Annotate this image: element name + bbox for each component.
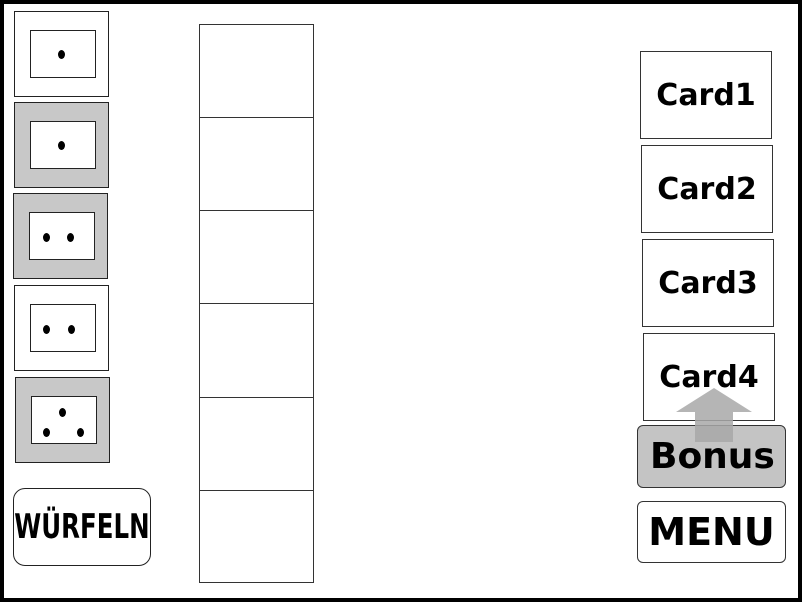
die-face — [30, 121, 96, 169]
card-label: Card1 — [656, 77, 756, 113]
die-face — [30, 304, 96, 352]
pip — [68, 325, 75, 334]
card-label: Card3 — [658, 265, 758, 301]
die-face — [29, 212, 95, 260]
pip — [43, 428, 50, 437]
pip — [58, 50, 65, 59]
pip — [67, 233, 74, 242]
card-4-button[interactable]: Card4 — [643, 333, 775, 421]
die-slot-4[interactable] — [14, 285, 109, 371]
roll-dice-button[interactable]: WÜRFELN — [13, 488, 151, 566]
card-2-button[interactable]: Card2 — [641, 145, 773, 233]
roll-dice-label: WÜRFELN — [14, 507, 150, 547]
score-slot-1[interactable] — [199, 24, 314, 118]
die-slot-2[interactable] — [14, 102, 109, 188]
bonus-label: Bonus — [650, 436, 775, 477]
pip — [43, 233, 50, 242]
pip — [77, 428, 84, 437]
score-slot-4[interactable] — [199, 303, 314, 398]
menu-label: MENU — [648, 510, 775, 554]
score-slot-5[interactable] — [199, 397, 314, 491]
score-slot-2[interactable] — [199, 117, 314, 211]
score-slot-3[interactable] — [199, 210, 314, 304]
die-face — [30, 30, 96, 78]
pip — [59, 408, 66, 417]
menu-button[interactable]: MENU — [637, 501, 786, 563]
card-label: Card2 — [657, 171, 757, 207]
die-slot-1[interactable] — [14, 11, 109, 97]
card-3-button[interactable]: Card3 — [642, 239, 774, 327]
arrow-up-icon — [676, 388, 752, 442]
die-slot-3[interactable] — [13, 193, 108, 279]
die-slot-5[interactable] — [15, 377, 110, 463]
pip — [43, 325, 50, 334]
die-face — [31, 396, 97, 444]
score-slot-6[interactable] — [199, 490, 314, 583]
card-1-button[interactable]: Card1 — [640, 51, 772, 139]
pip — [58, 141, 65, 150]
card-label: Card4 — [659, 359, 759, 395]
